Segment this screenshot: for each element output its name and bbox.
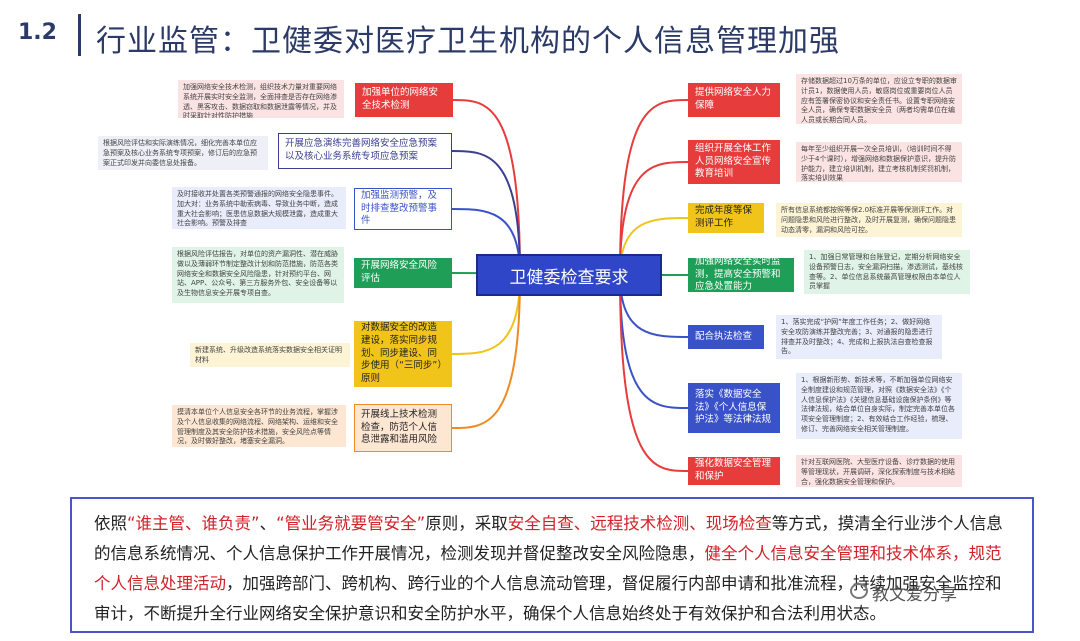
title-divider [78, 14, 81, 56]
summary-text: 依照 [94, 514, 127, 533]
right-branch-7[interactable]: 强化数据安全管理和保护 [688, 457, 780, 485]
summary-highlight: 安全自查、远程技术检测、现场检查 [507, 514, 772, 533]
right-branch-note-1: 存储数据超过10万条的单位，应设立专职的数据审计员1，数据使用人员，敏感岗位或重… [796, 74, 962, 124]
summary-text: ，加强跨部门、跨机构、跨行业的个人信息流动管理，督促履行内部申请和批准流程，持续… [94, 574, 1002, 623]
left-branch-6[interactable]: 开展线上技术检测检查，防范个人信息泄露和滥用风险 [354, 404, 452, 452]
right-branch-1[interactable]: 提供网络安全人力保障 [688, 83, 780, 117]
wechat-icon [850, 583, 868, 599]
left-branch-note-4: 根据风险评估报告，对单位的资产漏洞性、潜在威胁做以及薄弱环节制定整改计划和防范措… [172, 247, 344, 303]
right-connector-2 [619, 161, 689, 276]
right-branch-3[interactable]: 完成年度等保测评工作 [688, 203, 764, 233]
right-branch-6[interactable]: 落实《数据安全法》《个人信息保护法》等法律法规 [688, 383, 780, 433]
summary-highlight: “谁主管、谁负责” [127, 514, 260, 533]
branch-label: 开展线上技术检测检查，防范个人信息泄露和滥用风险 [361, 408, 438, 446]
right-branch-note-3: 所有信息系统都按照等保2.0标准开展等保测评工作。对问题隐患和风险进行整改，及时… [776, 203, 962, 237]
summary-highlight: “管业务就要管安全” [276, 514, 426, 533]
summary-text: 原则，采取 [425, 514, 508, 533]
left-branch-note-5: 新建系统、升级改造系统落实数据安全相关证明材料 [190, 343, 350, 367]
branch-label: 开展网络安全风险评估 [361, 260, 438, 284]
left-branch-3[interactable]: 加强监测预警，及时排查整改预警事件 [354, 188, 452, 230]
summary-text: 等方式，摸清全行业涉个人信息的信息系统情况、个人信息保护工作开展情况，检测发现并… [94, 514, 1003, 563]
page-title: 行业监管：卫健委对医疗卫生机构的个人信息管理加强 [96, 24, 840, 59]
branch-label: 完成年度等保测评工作 [695, 205, 753, 229]
watermark: 教文爱分享 [872, 585, 957, 605]
left-connector-6 [451, 274, 521, 429]
left-connector-2 [451, 150, 521, 276]
left-branch-2[interactable]: 开展应急演练完善网络安全应急预案以及核心业务系统专项应急预案 [278, 133, 452, 169]
branch-label: 开展应急演练完善网络安全应急预案以及核心业务系统专项应急预案 [285, 138, 438, 162]
summary-highlight: 健全个人信息安全管理和技术体系，规范个人信息处理活动 [94, 544, 1002, 593]
branch-label: 加强网络安全实时监测，提高安全预警和应急处置能力 [695, 255, 781, 293]
right-branch-note-2: 每年至少组织开展一次全员培训，（培训时间不得少于4个课时），增强网络和数据保护意… [796, 142, 962, 182]
left-branch-note-6: 摸清本单位个人信息安全各环节的业务流程，掌握涉及个人信息收集的网络流程、网络架构… [172, 405, 346, 447]
right-branch-4[interactable]: 加强网络安全实时监测，提高安全预警和应急处置能力 [688, 255, 794, 293]
branch-label: 强化数据安全管理和保护 [695, 458, 772, 482]
left-branch-note-1: 加强网络安全技术检测，组织技术力量对重要网络系统开展实时安全监测，全面排查是否存… [178, 80, 344, 118]
right-branch-note-7: 针对互联网医院、大型医疗设备、诊疗数据的使用等管理现状，开展调研，深化探索制度与… [796, 455, 962, 487]
branch-label: 组织开展全体工作人员网络安全宣传教育培训 [695, 142, 772, 180]
summary-text: 、 [259, 514, 277, 533]
right-connector-7 [619, 274, 689, 472]
branch-label: 对数据安全的改造建设，落实同步规划、同步建设、同步使用（“三同步”）原则 [361, 321, 443, 385]
left-branch-5[interactable]: 对数据安全的改造建设，落实同步规划、同步建设、同步使用（“三同步”）原则 [354, 321, 452, 387]
right-connector-1 [619, 99, 689, 276]
left-branch-1[interactable]: 加强单位的网络安全技术检测 [355, 83, 453, 117]
branch-label: 配合执法检查 [695, 330, 753, 342]
branch-label: 加强监测预警，及时排查整改预警事件 [361, 189, 438, 227]
left-branch-4[interactable]: 开展网络安全风险评估 [354, 258, 452, 288]
summary-panel: 依照“谁主管、谁负责”、“管业务就要管安全”原则，采取安全自查、远程技术检测、现… [70, 497, 1034, 633]
left-branch-note-3: 及时接收并处置各类预警通报的网络安全隐患事件。加大对：业务系统中勒索病毒、导致业… [172, 187, 346, 229]
branch-label: 提供网络安全人力保障 [695, 87, 772, 111]
branch-label: 加强单位的网络安全技术检测 [362, 87, 439, 111]
right-branch-5[interactable]: 配合执法检查 [688, 325, 764, 349]
right-branch-note-6: 1、根据新形势、新技术等，不断加强单位网络安全制度建设和规范管理，对照《数据安全… [796, 373, 962, 439]
center-node[interactable]: 卫健委检查要求 [476, 254, 662, 296]
right-branch-note-5: 1、落实完成“护网”年度工作任务；2、做好网络安全攻防演练并整改完善；3、对通报… [776, 315, 942, 359]
left-connector-5 [451, 274, 521, 355]
right-branch-note-4: 1、加强日常管理和台账登记，定期分析网络安全设备预警日志，安全漏洞扫描，渗透测试… [804, 250, 970, 294]
right-branch-2[interactable]: 组织开展全体工作人员网络安全宣传教育培训 [688, 140, 780, 184]
section-number: 1.2 [18, 20, 57, 45]
branch-label: 落实《数据安全法》《个人信息保护法》等法律法规 [695, 388, 772, 426]
left-branch-note-2: 根据风险评估和实际演练情况，细化完善本单位应急预案及核心业务系统专项预案，修订后… [98, 136, 268, 170]
left-connector-1 [452, 99, 521, 276]
